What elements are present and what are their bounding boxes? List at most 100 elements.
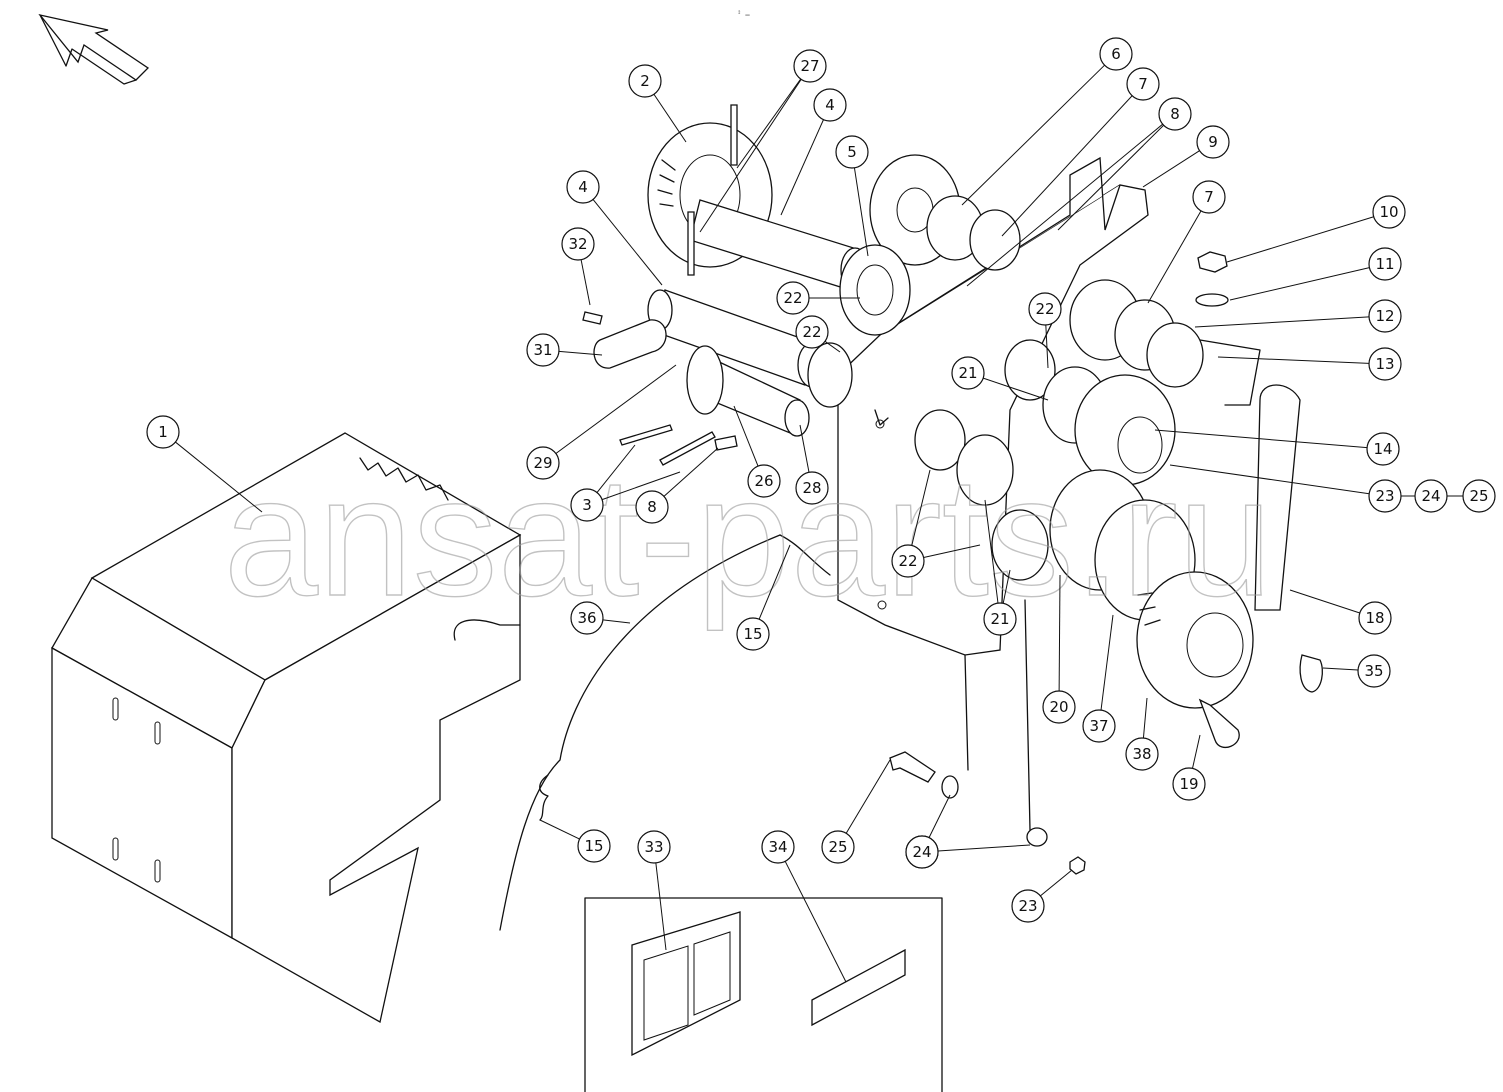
gear-assembly-upper: [807, 154, 1021, 408]
callout-6: 6: [1099, 37, 1133, 71]
callout-leader: [539, 819, 580, 840]
callout-circle: [1358, 601, 1392, 635]
callout-circle: [761, 830, 795, 864]
pin: [619, 424, 673, 446]
handle: [1198, 698, 1240, 749]
mounting-plate: [837, 156, 1149, 831]
callout-label: 22: [1035, 300, 1054, 318]
callout-21: 21: [951, 356, 985, 390]
callout-leader: [984, 499, 999, 604]
callout-label: 3: [582, 496, 592, 514]
washer: [1026, 827, 1048, 847]
gear-assembly-lower: [1094, 499, 1254, 709]
callout-leader: [602, 619, 631, 624]
callout-leader: [799, 424, 810, 473]
callout-leader: [1322, 667, 1359, 671]
callout-circle: [1368, 479, 1402, 513]
direction-arrow-icon: [38, 13, 150, 85]
callout-25: 25: [821, 830, 855, 864]
callout-29: 29: [526, 446, 560, 480]
callout-leader: [1169, 464, 1370, 495]
callout-label: 15: [584, 837, 603, 855]
callout-label: 36: [577, 609, 596, 627]
callout-leader: [784, 861, 847, 983]
callout-circle: [526, 446, 560, 480]
callout-leader: [1142, 697, 1148, 739]
callout-label: 22: [802, 323, 821, 341]
callout-circle: [891, 544, 925, 578]
callout-12: 12: [1368, 299, 1402, 333]
callout-label: 32: [568, 235, 587, 253]
callout-22: 22: [891, 544, 925, 578]
shaft-front: [686, 345, 810, 437]
callout-label: 24: [912, 843, 931, 861]
callout-circle: [835, 135, 869, 169]
decal-sheet: [584, 897, 943, 1092]
callout-circle: [1125, 737, 1159, 771]
callout-leader: [733, 405, 759, 467]
callout-label: 23: [1375, 487, 1394, 505]
callout-circle: [795, 315, 829, 349]
callout-label: 29: [533, 454, 552, 472]
callout-circle: [736, 617, 770, 651]
callout-22: 22: [795, 315, 829, 349]
callout-circle: [1196, 125, 1230, 159]
callout-label: 25: [828, 838, 847, 856]
callout-34: 34: [761, 830, 795, 864]
callout-leader: [928, 794, 951, 838]
callout-leader: [845, 759, 891, 834]
callout-label: 31: [533, 341, 552, 359]
callout-24: 24: [1414, 479, 1448, 513]
callout-22: 22: [1028, 292, 1062, 326]
callout-leader: [923, 544, 981, 559]
clip: [1299, 654, 1323, 693]
callout-circle: [1099, 37, 1133, 71]
callout-circle: [776, 281, 810, 315]
watermark: ansat-parts.ru: [224, 442, 1273, 632]
callout-circle: [566, 170, 600, 204]
callout-circle: [747, 464, 781, 498]
callout-23: 23: [1011, 889, 1045, 923]
callout-label: 18: [1365, 609, 1384, 627]
callout-leader: [655, 862, 667, 951]
callout-7: 7: [1126, 67, 1160, 101]
callout-20: 20: [1042, 690, 1076, 724]
callout-circle: [1462, 479, 1496, 513]
callout-leader: [1147, 210, 1202, 304]
callout-label: 5: [847, 143, 857, 161]
callout-label: 26: [754, 472, 773, 490]
callout-label: 37: [1089, 717, 1108, 735]
cover-housing: [51, 432, 522, 1024]
callout-circle: [795, 471, 829, 505]
callout-leader: [780, 119, 824, 216]
callout-leader: [1217, 356, 1370, 364]
callout-leader: [1001, 95, 1133, 237]
callout-4: 4: [566, 170, 600, 204]
callout-leader: [555, 364, 677, 454]
bolt: [889, 751, 936, 783]
callout-circle: [1172, 767, 1206, 801]
callout-label: 20: [1049, 698, 1068, 716]
pin: [730, 104, 738, 166]
callout-circle: [1126, 67, 1160, 101]
callout-38: 38: [1125, 737, 1159, 771]
callout-2: 2: [628, 64, 662, 98]
callout-circle: [1011, 889, 1045, 923]
callout-15: 15: [577, 829, 611, 863]
cable: [499, 534, 781, 931]
callout-circle: [1082, 709, 1116, 743]
callout-leader: [758, 544, 791, 620]
callout-label: 11: [1375, 255, 1394, 273]
callout-leader: [911, 469, 931, 546]
lever: [593, 319, 667, 369]
callout-leader: [982, 377, 1049, 401]
callout-35: 35: [1357, 654, 1391, 688]
callout-leader: [824, 340, 841, 353]
callout-label: 6: [1111, 45, 1121, 63]
callout-19: 19: [1172, 767, 1206, 801]
callout-37: 37: [1082, 709, 1116, 743]
callout-label: 13: [1375, 355, 1394, 373]
callout-leader: [966, 123, 1163, 287]
callout-circle: [1368, 247, 1402, 281]
